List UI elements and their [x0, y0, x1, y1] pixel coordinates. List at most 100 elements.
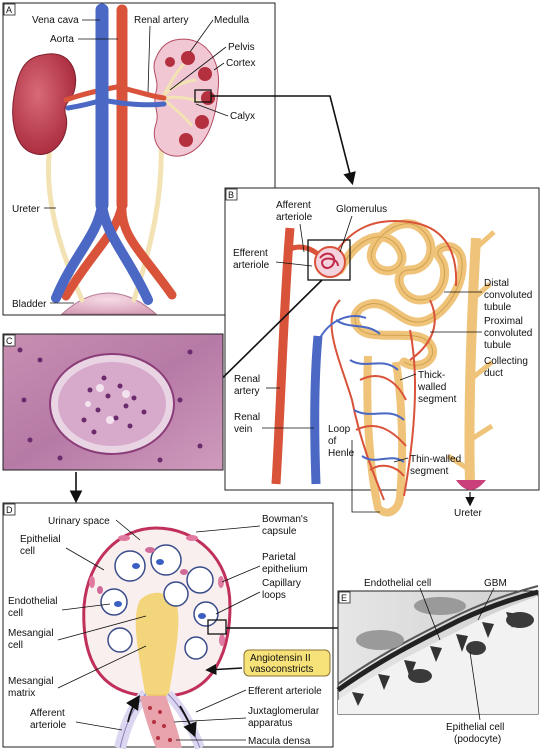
label-renal-vein-line2: vein	[234, 424, 252, 435]
label-medulla: Medulla	[214, 15, 249, 26]
label-parietal-epithelium-line1: Parietal	[262, 552, 296, 563]
angiotensin-callout	[243, 649, 331, 677]
label-distal-tubule: Distal convoluted tubule	[484, 278, 535, 313]
label-distal-tubule-line3: tubule	[484, 302, 512, 313]
angiotensin-line1: Angiotensin II	[250, 653, 311, 664]
label-afferent-arteriole-b-line2: arteriole	[276, 212, 313, 223]
label-loop-of-henle-line1: Loop	[328, 424, 351, 435]
peritubular-capillaries	[329, 219, 458, 501]
label-juxtaglomerular-line2: apparatus	[248, 718, 292, 729]
label-efferent-arteriole-b-line2: arteriole	[233, 260, 270, 271]
label-loop-of-henle: Loop of Henle	[328, 424, 355, 459]
label-ureter-b: Ureter	[454, 508, 482, 519]
label-thick-segment-line2: walled	[417, 382, 446, 393]
label-mesangial-matrix: Mesangial matrix	[8, 676, 56, 699]
label-efferent-arteriole-b-line1: Efferent	[233, 248, 268, 259]
label-mesangial-matrix-line2: matrix	[8, 688, 35, 699]
label-thick-segment-line3: segment	[418, 394, 457, 405]
label-calyx: Calyx	[230, 111, 255, 122]
label-macula-densa: Macula densa	[248, 736, 311, 747]
label-collecting-duct-line2: duct	[484, 368, 503, 379]
panel-c: C	[2, 333, 224, 471]
panel-c-letter: C	[6, 336, 13, 346]
label-epithelial-cell-d: Epithelial cell	[20, 534, 63, 557]
label-afferent-arteriole-b: Afferent arteriole	[276, 200, 314, 223]
label-afferent-arteriole-d-line2: arteriole	[30, 720, 67, 731]
zoom-box-b	[307, 239, 351, 281]
label-juxtaglomerular-line1: Juxtaglomerular	[248, 706, 320, 717]
panel-e-letter: E	[341, 593, 347, 603]
panel-d-letter: D	[6, 505, 13, 515]
label-epithelial-cell-e-line1: Epithelial cell	[446, 722, 504, 733]
electron-micrograph	[336, 585, 539, 714]
renal-artery-b	[271, 227, 295, 485]
label-renal-vein: Renal vein	[234, 412, 263, 435]
label-thin-segment: Thin-walled segment	[410, 454, 464, 477]
collecting-duct	[464, 237, 481, 485]
label-endothelial-cell-d-line1: Endothelial	[8, 596, 57, 607]
label-distal-tubule-line1: Distal	[484, 278, 509, 289]
label-afferent-arteriole-d: Afferent arteriole	[30, 708, 68, 731]
label-capillary-loops: Capillary loops	[262, 578, 304, 601]
label-pelvis: Pelvis	[228, 42, 255, 53]
label-afferent-arteriole-b-line1: Afferent	[276, 200, 311, 211]
label-bladder: Bladder	[12, 299, 47, 310]
label-epithelial-cell-d-line1: Epithelial	[20, 534, 61, 545]
left-kidney	[12, 53, 77, 155]
panel-a-letter: A	[6, 5, 12, 15]
label-bowmans-capsule: Bowman's capsule	[262, 514, 311, 537]
label-proximal-tubule-line1: Proximal	[484, 316, 523, 327]
aorta	[61, 4, 177, 301]
angiotensin-text: Angiotensin II vasoconstricts	[250, 653, 313, 675]
label-ureter-a: Ureter	[12, 204, 40, 215]
label-renal-artery-b-line1: Renal	[234, 374, 260, 385]
arrow-a-to-b	[211, 95, 356, 186]
zoom-box-d	[207, 619, 227, 635]
label-epithelial-cell-e: Epithelial cell (podocyte)	[446, 722, 507, 745]
label-proximal-tubule-line3: tubule	[484, 340, 512, 351]
label-parietal-epithelium-line2: epithelium	[262, 564, 308, 575]
label-endothelial-cell-d: Endothelial cell	[8, 596, 60, 619]
label-collecting-duct: Collecting duct	[484, 356, 531, 379]
label-collecting-duct-line1: Collecting	[484, 356, 528, 367]
label-epithelial-cell-e-line2: (podocyte)	[454, 734, 501, 745]
loop-of-henle	[363, 355, 407, 517]
label-renal-vein-line1: Renal	[234, 412, 260, 423]
label-loop-of-henle-line3: Henle	[328, 448, 355, 459]
label-efferent-arteriole-d: Efferent arteriole	[248, 686, 322, 697]
label-endothelial-cell-e: Endothelial cell	[364, 578, 431, 589]
label-renal-artery-b: Renal artery	[234, 374, 263, 397]
label-cortex: Cortex	[226, 58, 255, 69]
label-thin-segment-line2: segment	[410, 466, 449, 477]
label-proximal-tubule-line2: convoluted	[484, 328, 532, 339]
label-renal-artery-a: Renal artery	[134, 15, 188, 26]
label-endothelial-cell-d-line2: cell	[8, 608, 23, 619]
capillary-loops-group	[100, 544, 219, 660]
label-vena-cava: Vena cava	[32, 15, 79, 26]
panel-b-letter: B	[228, 190, 234, 200]
label-bowmans-capsule-line2: capsule	[262, 526, 297, 537]
label-mesangial-matrix-line1: Mesangial	[8, 676, 54, 687]
right-kidney-section	[153, 38, 220, 157]
label-thin-segment-line1: Thin-walled	[410, 454, 461, 465]
label-thick-segment-line1: Thick-	[418, 370, 445, 381]
panel-d: D	[2, 502, 334, 750]
panel-e: E Endothelial cell GBM Epithelial cell	[336, 578, 539, 745]
label-gbm: GBM	[484, 578, 507, 589]
vena-cava	[51, 3, 167, 305]
renal-vein-b	[310, 335, 323, 485]
label-capillary-loops-line2: loops	[262, 590, 286, 601]
bladder-shape	[60, 292, 158, 315]
label-bowmans-capsule-line1: Bowman's	[262, 514, 308, 525]
label-efferent-arteriole-b: Efferent arteriole	[233, 248, 271, 271]
label-urinary-space: Urinary space	[48, 516, 110, 527]
label-epithelial-cell-d-line2: cell	[20, 546, 35, 557]
label-mesangial-cell-line2: cell	[8, 640, 23, 651]
label-glomerulus: Glomerulus	[336, 204, 387, 215]
label-distal-tubule-line2: convoluted	[484, 290, 532, 301]
label-parietal-epithelium: Parietal epithelium	[262, 552, 308, 575]
label-aorta: Aorta	[50, 34, 74, 45]
label-afferent-arteriole-d-line1: Afferent	[30, 708, 65, 719]
panel-a: A	[2, 2, 276, 316]
